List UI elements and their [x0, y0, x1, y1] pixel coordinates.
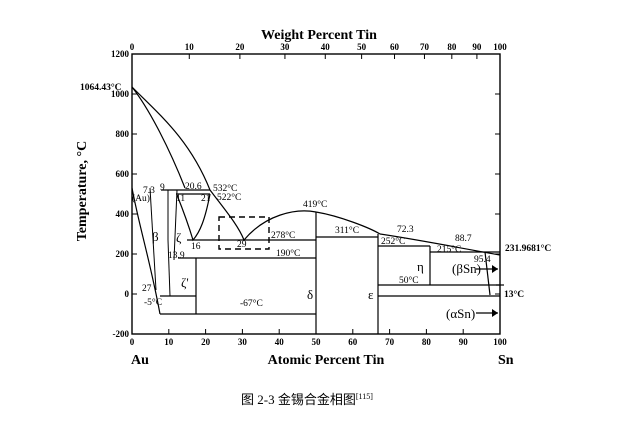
y-tick-label: 800	[116, 129, 130, 139]
bottom-tick-label: 70	[385, 337, 395, 347]
au-melt-label: 1064.43°C	[80, 82, 122, 93]
y-tick-label: 0	[125, 289, 130, 299]
y-axis-title: Temperature, °C	[75, 141, 90, 241]
bottom-tick-label: 30	[238, 337, 248, 347]
t50-label: 50°C	[399, 275, 419, 286]
y-tick-label: 1200	[111, 49, 130, 59]
tm5-label: -5°C	[144, 297, 162, 308]
t190-label: 190°C	[276, 248, 300, 259]
bottom-tick-label: 60	[348, 337, 358, 347]
caption-ref: [115]	[356, 392, 373, 401]
au-solvus-inner	[149, 187, 157, 291]
liquidus-au-left	[131, 86, 186, 189]
figure-caption: 图 2-3 金锡合金相图[115]	[241, 392, 373, 407]
zeta-label: ζ	[176, 230, 182, 245]
liquidus-sn	[379, 233, 501, 256]
y-tick-label: 600	[116, 169, 130, 179]
c7-3-label: 7.3	[143, 186, 155, 196]
t215-label: 215°C	[437, 244, 461, 255]
bottom-tick-label: 80	[422, 337, 432, 347]
y-tick-label: -200	[113, 329, 130, 339]
alpha-sn-label: (αSn)	[446, 306, 475, 321]
bottom-tick-label: 50	[312, 337, 322, 347]
top-tick-label: 60	[390, 42, 400, 52]
t278-label: 278°C	[271, 230, 295, 241]
top-tick-label: 50	[357, 42, 367, 52]
beta-sn-label: (βSn)	[452, 261, 481, 276]
c29-label: 29	[237, 240, 247, 250]
tm67-label: -67°C	[240, 298, 263, 309]
beta-inner	[167, 239, 171, 297]
top-tick-label: 0	[130, 42, 135, 52]
eta-label: η	[417, 259, 424, 274]
bottom-tick-label: 20	[201, 337, 211, 347]
top-axis-title: Weight Percent Tin	[261, 28, 377, 43]
liquidus-au-right	[131, 86, 211, 191]
top-tick-label: 30	[280, 42, 290, 52]
t252-label: 252°C	[381, 236, 405, 247]
y-tick-label: 1000	[111, 89, 130, 99]
liquidus-delta	[243, 210, 381, 241]
au-solvus	[131, 187, 161, 315]
t522-label: 522°C	[217, 192, 241, 203]
sn-melt-label: 231.9681°C	[505, 243, 551, 254]
c95-4-label: 95.4	[474, 255, 491, 265]
bottom-tick-label: 40	[275, 337, 285, 347]
sn-solvus	[484, 251, 491, 296]
alpha-sn-arrowhead	[492, 309, 498, 317]
c72-3-label: 72.3	[397, 225, 414, 235]
delta-label: δ	[307, 287, 313, 302]
right-element-label: Sn	[498, 353, 514, 368]
bottom-axis-title: Atomic Percent Tin	[268, 353, 385, 368]
y-tick-label: 400	[116, 209, 130, 219]
beta-label: β	[152, 229, 159, 244]
t13-label: 13°C	[504, 289, 524, 300]
epsilon-label: ε	[368, 287, 374, 302]
au-phase-label: (Au)	[132, 193, 150, 204]
c11-label: 11	[176, 194, 185, 204]
top-tick-label: 10	[185, 42, 195, 52]
c20-6-label: 20.6	[185, 182, 202, 192]
top-tick-label: 20	[235, 42, 245, 52]
bottom-tick-label: 0	[130, 337, 135, 347]
top-tick-label: 70	[420, 42, 430, 52]
left-element-label: Au	[131, 353, 149, 368]
caption-main: 图 2-3 金锡合金相图	[241, 392, 356, 407]
inset-box	[218, 216, 270, 250]
zeta-prime-label: ζ'	[181, 275, 189, 290]
c9-label: 9	[160, 183, 165, 193]
c27-label: 27	[142, 284, 152, 294]
bottom-tick-label: 90	[459, 337, 469, 347]
y-tick-label: 200	[116, 249, 130, 259]
bottom-tick-label: 10	[164, 337, 174, 347]
top-tick-label: 90	[472, 42, 482, 52]
c21-label: 21	[201, 194, 211, 204]
bottom-tick-label: 100	[493, 337, 507, 347]
t311-label: 311°C	[335, 225, 359, 236]
beta-sn-arrowhead	[492, 265, 498, 273]
c16-label: 16	[191, 242, 201, 252]
t532-label: 532°C	[213, 183, 237, 194]
zeta-left-edge	[173, 189, 178, 261]
c88-7-label: 88.7	[455, 234, 472, 244]
top-tick-label: 40	[321, 42, 331, 52]
c13-9-label: 13.9	[168, 251, 185, 261]
top-tick-label: 100	[493, 42, 507, 52]
top-tick-label: 80	[447, 42, 457, 52]
t419-label: 419°C	[303, 199, 327, 210]
